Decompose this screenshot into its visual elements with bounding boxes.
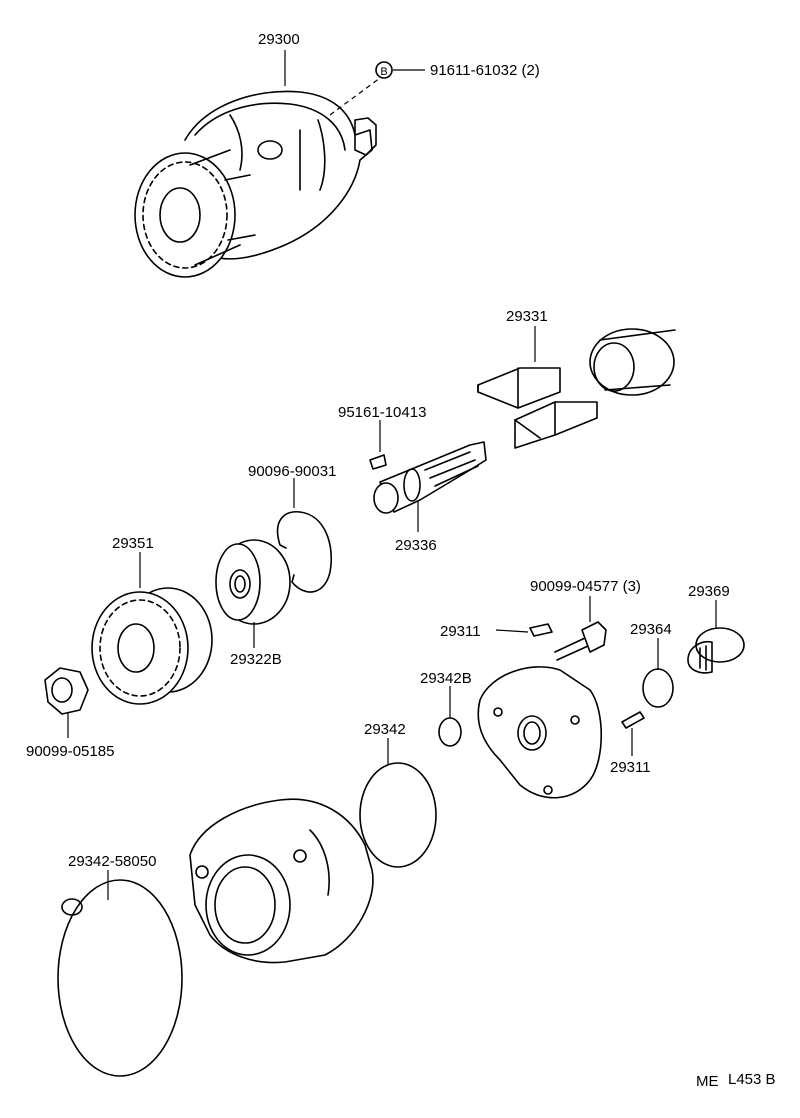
pin-icon <box>529 623 553 637</box>
badge-b-icon: B <box>375 61 393 79</box>
drawing-code-left: ME <box>696 1073 719 1090</box>
label-29351: 29351 <box>112 535 154 552</box>
starter-housing-icon <box>184 77 381 260</box>
drawing-code-right: L453 B <box>728 1071 776 1088</box>
label-29342: 29342 <box>364 721 406 738</box>
pin-icon <box>621 711 645 729</box>
label-29311-upper: 29311 <box>440 623 481 640</box>
label-29342B: 29342B <box>420 670 472 687</box>
snap-ring-icon <box>276 511 332 593</box>
o-ring-icon <box>359 762 437 868</box>
label-29342-58050: 29342-58050 <box>68 853 156 870</box>
label-29311-lower: 29311 <box>610 759 651 776</box>
label-90096-90031: 90096-90031 <box>248 463 336 480</box>
label-29322B: 29322B <box>230 651 282 668</box>
starter-housing-icon <box>189 798 374 964</box>
shaft-icon <box>373 441 487 514</box>
label-29331: 29331 <box>506 308 548 325</box>
gear-icon <box>134 149 256 278</box>
cover-icon <box>477 666 603 799</box>
label-29369: 29369 <box>688 583 730 600</box>
o-ring-icon <box>642 668 674 708</box>
label-29364: 29364 <box>630 621 672 638</box>
plug-icon <box>687 627 745 674</box>
label-90099-04577: 90099-04577 (3) <box>530 578 641 595</box>
gear-icon <box>91 587 213 705</box>
bearing-icon <box>215 539 291 625</box>
label-91611-61032: 91611-61032 (2) <box>430 62 540 79</box>
o-ring-icon <box>438 717 462 747</box>
label-29336: 29336 <box>395 537 437 554</box>
label-95161-10413: 95161-10413 <box>338 404 426 421</box>
bolt-icon <box>554 621 607 661</box>
bracket-icon <box>477 367 598 449</box>
o-ring-icon <box>57 879 183 1077</box>
retainer-icon <box>589 328 676 396</box>
nut-icon <box>44 667 89 715</box>
label-29300: 29300 <box>258 31 300 48</box>
key-icon <box>369 454 387 470</box>
label-90099-05185: 90099-05185 <box>26 743 114 760</box>
svg-text:B: B <box>380 66 387 78</box>
